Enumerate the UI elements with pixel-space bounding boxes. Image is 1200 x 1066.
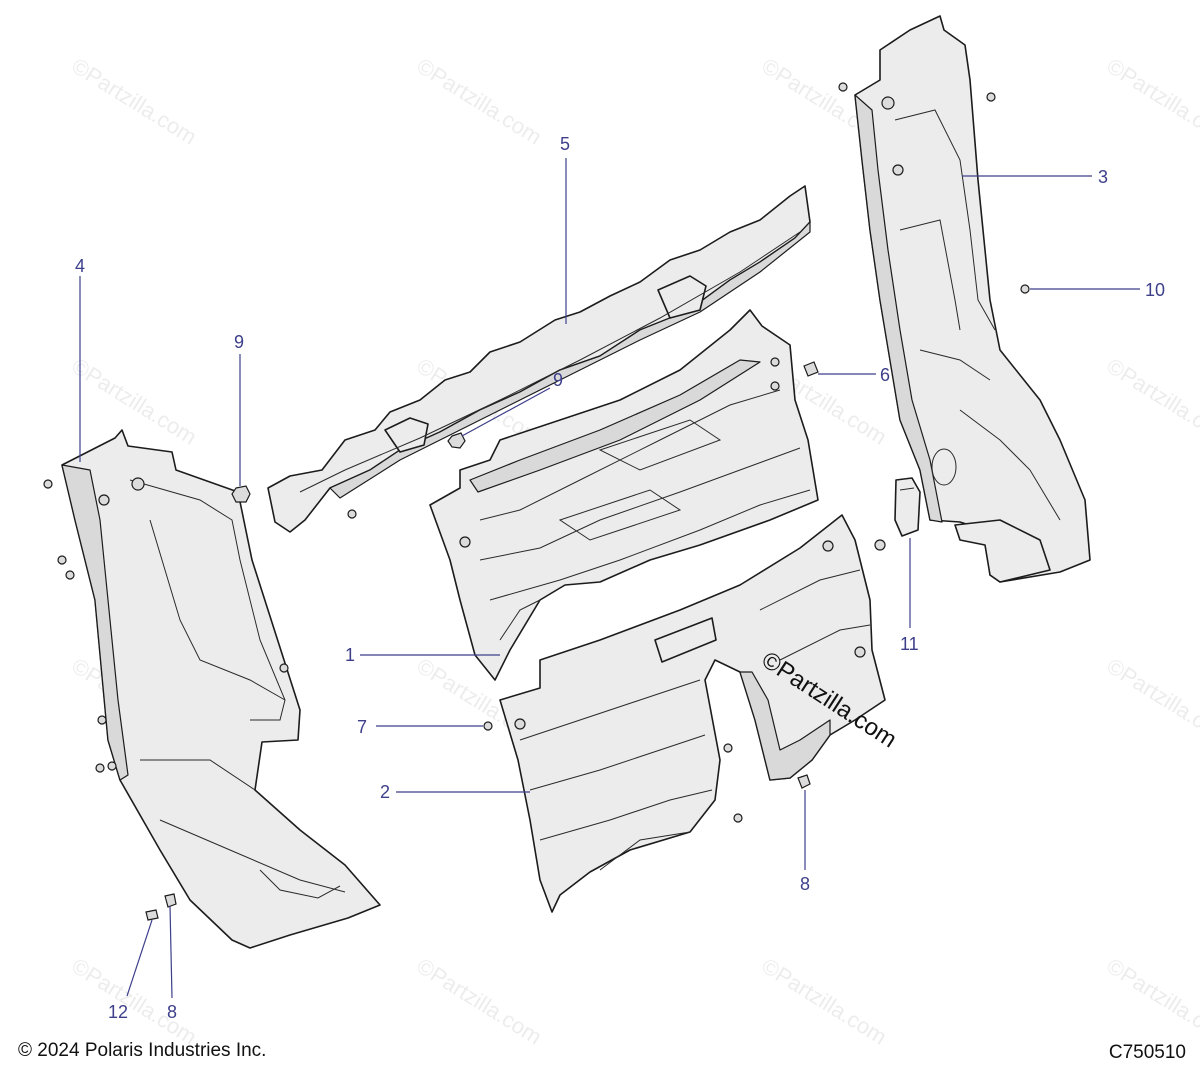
part-4-left-panel[interactable] bbox=[61, 429, 381, 949]
callout-4[interactable]: 4 bbox=[75, 256, 85, 276]
screw-10 bbox=[1020, 284, 1030, 294]
nut-8-lower bbox=[164, 893, 177, 908]
watermark-tile: ©Partzilla.com bbox=[1102, 953, 1200, 1050]
nut-9-left bbox=[231, 485, 251, 503]
part-3-right-panel[interactable] bbox=[854, 15, 1091, 583]
drawing-id: C750510 bbox=[1108, 1042, 1186, 1063]
callout-6[interactable]: 6 bbox=[880, 365, 890, 385]
watermark-tile: ©Partzilla.com bbox=[67, 53, 201, 150]
callout-5[interactable]: 5 bbox=[560, 134, 570, 154]
watermark-tile: ©Partzilla.com bbox=[412, 53, 546, 150]
nut-7 bbox=[483, 721, 493, 731]
callout-8-lower[interactable]: 8 bbox=[167, 1002, 177, 1022]
nut-8-center bbox=[797, 774, 811, 789]
leader-lines bbox=[79, 158, 1140, 999]
watermark-tile: ©Partzilla.com bbox=[757, 953, 891, 1050]
watermark-tile: ©Partzilla.com bbox=[412, 953, 546, 1050]
watermark-tile: ©Partzilla.com bbox=[1102, 53, 1200, 150]
part-11-clip[interactable] bbox=[894, 477, 921, 537]
watermark-tile: ©Partzilla.com bbox=[1102, 353, 1200, 450]
callout-9-center[interactable]: 9 bbox=[553, 370, 563, 390]
callout-2[interactable]: 2 bbox=[380, 782, 390, 802]
callout-11[interactable]: 11 bbox=[900, 634, 919, 654]
watermark-tile: ©Partzilla.com bbox=[1102, 653, 1200, 750]
part-2-lower-panel[interactable] bbox=[499, 514, 886, 913]
part-5-upper-bracket[interactable] bbox=[267, 185, 811, 533]
callout-3[interactable]: 3 bbox=[1098, 167, 1108, 187]
callout-10[interactable]: 10 bbox=[1145, 280, 1165, 300]
callout-8-center[interactable]: 8 bbox=[800, 874, 810, 894]
callout-1[interactable]: 1 bbox=[345, 645, 355, 665]
screw-12 bbox=[145, 909, 159, 921]
watermark-tile: ©Partzilla.com bbox=[67, 953, 201, 1050]
callout-7[interactable]: 7 bbox=[357, 717, 367, 737]
fasteners bbox=[43, 82, 1030, 921]
callout-12[interactable]: 12 bbox=[108, 1002, 128, 1022]
callout-9-left[interactable]: 9 bbox=[234, 332, 244, 352]
copyright-notice: © 2024 Polaris Industries Inc. bbox=[18, 1040, 267, 1061]
part-1-upper-panel[interactable] bbox=[429, 309, 819, 681]
watermark-tile: ©Partzilla.com bbox=[67, 353, 201, 450]
callout-labels: 1 2 3 4 5 6 7 8 8 9 9 10 11 12 bbox=[75, 134, 1165, 1022]
screw-6 bbox=[803, 361, 819, 377]
nut-9-center bbox=[447, 432, 466, 449]
